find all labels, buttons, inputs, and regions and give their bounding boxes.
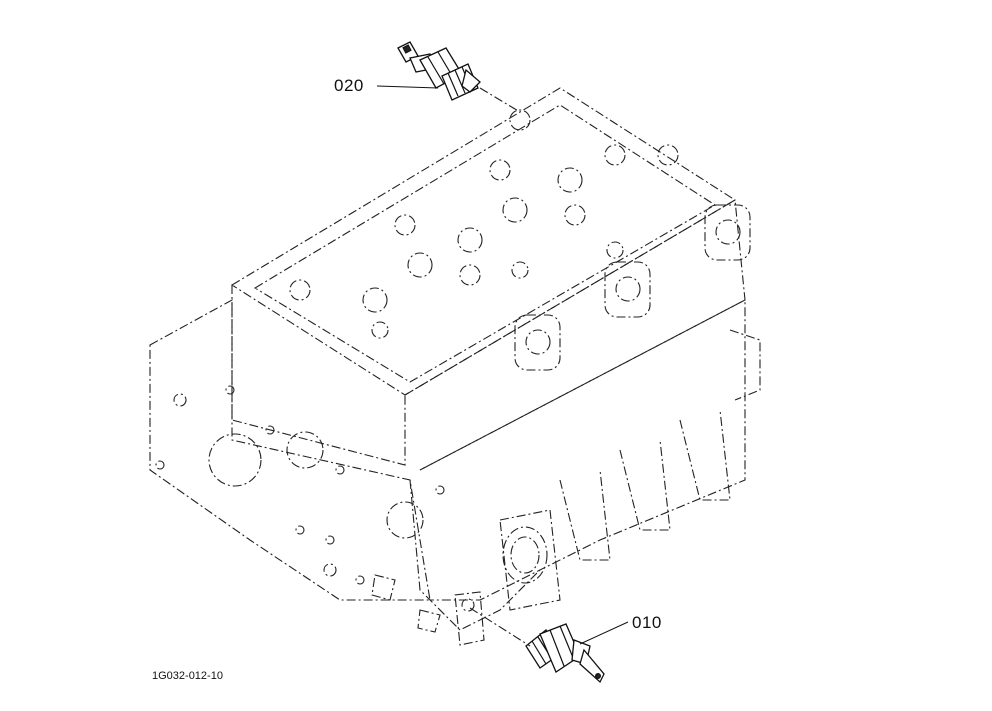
leader-line-020 [376, 85, 439, 89]
axis-line-010 [469, 607, 531, 647]
axis-line-020 [479, 87, 521, 113]
sensor-010[interactable] [525, 623, 605, 684]
reference-code: 1G032-012-10 [152, 670, 223, 682]
callout-label-020: 020 [334, 76, 364, 95]
leader-line-010 [579, 621, 629, 645]
callout-label-010: 010 [632, 613, 662, 632]
sensor-020[interactable] [397, 41, 481, 101]
engine-block [149, 87, 761, 646]
